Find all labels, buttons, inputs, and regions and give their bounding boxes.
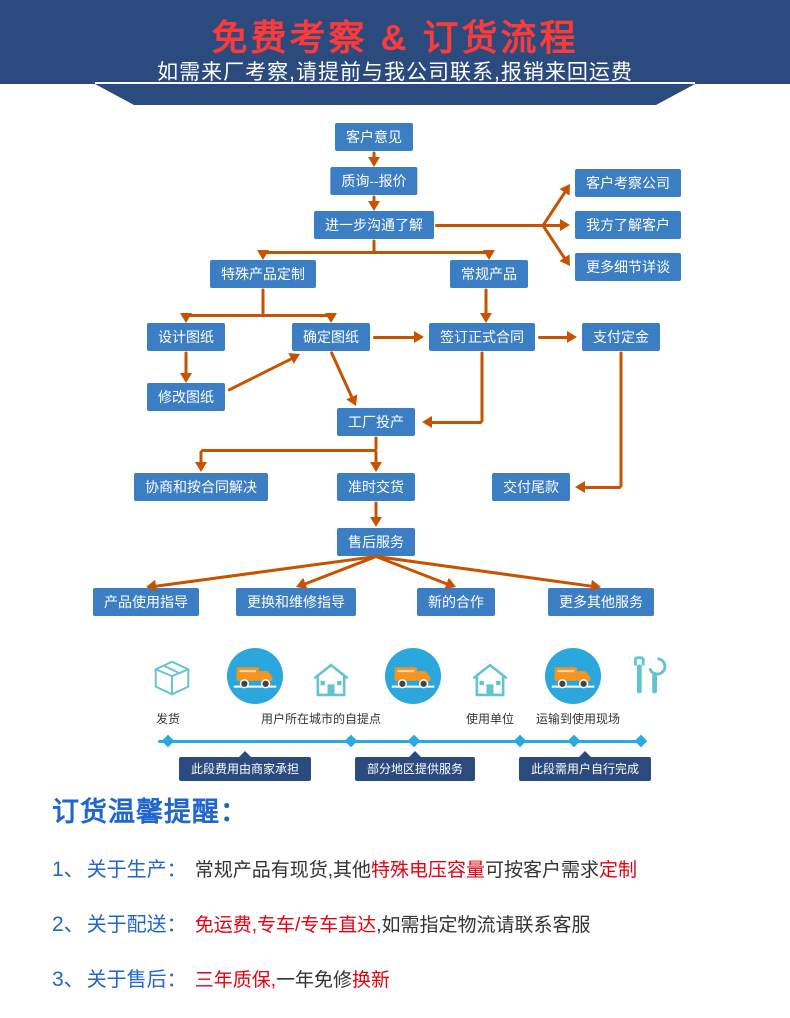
flow-node-new-cooperation: 新的合作 bbox=[417, 588, 495, 616]
delivery-truck-icon bbox=[226, 647, 284, 705]
flow-node-discuss-details: 更多细节详谈 bbox=[575, 253, 681, 281]
flow-node-design-drawing: 设计图纸 bbox=[147, 323, 225, 351]
flow-node-factory-production: 工厂投产 bbox=[337, 408, 415, 436]
flow-connector bbox=[373, 335, 415, 339]
reminder-title: 订货温馨提醒： bbox=[52, 797, 248, 827]
flow-node-custom-product: 特殊产品定制 bbox=[210, 260, 316, 288]
flow-node-client-visit-company: 客户考察公司 bbox=[575, 169, 681, 197]
timeline-dot bbox=[161, 734, 175, 748]
building-icon bbox=[469, 659, 511, 701]
flow-node-pay-deposit: 支付定金 bbox=[582, 323, 660, 351]
reminder-item-number: 3、 bbox=[52, 968, 85, 991]
timeline-dot bbox=[513, 734, 527, 748]
reminder-text-segment: ,如需指定物流请联系客服 bbox=[376, 915, 591, 936]
reminder-item-label: 关于生产： bbox=[86, 859, 187, 881]
flow-node-inquiry-quote: 质询--报价 bbox=[330, 167, 418, 195]
flow-node-more-services: 更多其他服务 bbox=[548, 588, 654, 616]
header-ribbon bbox=[95, 84, 695, 105]
reminder-text-segment: 换新 bbox=[351, 970, 390, 991]
package-icon bbox=[149, 655, 195, 701]
flow-node-sign-contract: 签订正式合同 bbox=[429, 323, 535, 351]
flow-node-negotiate-resolution: 协商和按合同解决 bbox=[134, 473, 268, 501]
flow-node-confirm-drawing: 确定图纸 bbox=[292, 323, 370, 351]
timeline-dot bbox=[344, 734, 358, 748]
building-icon bbox=[310, 659, 352, 701]
flowchart: 客户意见质询--报价进一步沟通了解 客户考察公司我方了解客户更多细节详谈 特殊产品定… bbox=[93, 123, 681, 616]
flow-node-after-sales-service: 售后服务 bbox=[337, 528, 415, 556]
timeline-flag: 此段费用由商家承担 bbox=[178, 751, 312, 781]
flow-node-revise-drawing: 修改图纸 bbox=[147, 383, 225, 411]
reminder-text-segment: 免运费,专车/专车直达 bbox=[194, 915, 377, 936]
logistics-step-label: 使用单位 bbox=[465, 712, 515, 726]
reminder-text-segment: 一年免修 bbox=[275, 970, 352, 991]
flow-node-pay-balance: 交付尾款 bbox=[492, 473, 570, 501]
logistics-step-label: 运输到使用现场 bbox=[535, 712, 621, 726]
logistics-step-label: 用户所在城市的自提点 bbox=[260, 712, 382, 726]
timeline-flag: 此段需用户自行完成 bbox=[518, 751, 652, 781]
page-title: 免费考察 & 订货流程 bbox=[211, 17, 579, 58]
tools-icon bbox=[623, 653, 669, 699]
reminder-text-segment: 可按客户需求 bbox=[484, 860, 599, 881]
timeline-line bbox=[158, 739, 646, 743]
flow-node-understand-client: 我方了解客户 bbox=[575, 211, 681, 239]
timeline-dot bbox=[567, 734, 581, 748]
delivery-truck-icon bbox=[544, 647, 602, 705]
header-divider bbox=[95, 82, 695, 84]
reminder-text-segment: 特殊电压容量 bbox=[370, 860, 485, 881]
reminder-items: 1、关于生产： 常规产品有现货,其他特殊电压容量可按客户需求定制 2、关于配送： 免运… bbox=[52, 853, 762, 993]
timeline-dot bbox=[407, 734, 421, 748]
reminder-item-number: 1、 bbox=[52, 858, 85, 881]
flow-node-on-time-delivery: 准时交货 bbox=[337, 473, 415, 501]
flow-connector bbox=[543, 223, 561, 227]
reminder-item-number: 2、 bbox=[52, 913, 85, 936]
delivery-truck-icon bbox=[384, 647, 442, 705]
arrowhead-icon bbox=[567, 331, 577, 343]
reminder-text-segment: 三年质保, bbox=[194, 970, 276, 991]
flow-node-customer-feedback: 客户意见 bbox=[335, 123, 413, 151]
flow-node-repair-guidance: 更换和维修指导 bbox=[236, 588, 356, 616]
flow-node-standard-product: 常规产品 bbox=[450, 260, 528, 288]
timeline-dot bbox=[634, 734, 648, 748]
flow-node-further-communication: 进一步沟通了解 bbox=[314, 211, 434, 239]
flow-connector bbox=[201, 448, 376, 452]
flow-connector bbox=[538, 335, 568, 339]
flow-connector bbox=[263, 250, 489, 254]
reminder-text-segment: 常规产品有现货,其他 bbox=[194, 860, 371, 881]
flow-connector bbox=[435, 223, 543, 227]
logistics-strip: 发货 用户所在城市的自提点 使用单位 运输到使用现场此段费用由商家承担 部分地区提供服务… bbox=[149, 647, 669, 781]
reminder-item: 2、关于配送： 免运费,专车/专车直达,如需指定物流请联系客服 bbox=[52, 908, 762, 938]
flow-node-usage-guidance: 产品使用指导 bbox=[93, 588, 199, 616]
logistics-step-label: 发货 bbox=[155, 712, 181, 726]
reminder-item: 1、关于生产： 常规产品有现货,其他特殊电压容量可按客户需求定制 bbox=[52, 853, 762, 883]
header-banner: 免费考察 & 订货流程 如需来厂考察,请提前与我公司联系,报销来回运费 bbox=[0, 0, 790, 84]
reminder-item-label: 关于售后： bbox=[86, 969, 187, 991]
arrowhead-icon bbox=[414, 331, 424, 343]
reminder-item-label: 关于配送： bbox=[86, 914, 187, 936]
flow-connector bbox=[186, 313, 331, 317]
timeline-flag: 部分地区提供服务 bbox=[354, 751, 476, 781]
reminder-item: 3、关于售后： 三年质保,一年免修换新 bbox=[52, 963, 762, 993]
page-subtitle: 如需来厂考察,请提前与我公司联系,报销来回运费 bbox=[157, 61, 633, 84]
reminder-text-segment: 定制 bbox=[599, 860, 638, 881]
arrowhead-icon bbox=[560, 219, 570, 231]
reminder-section: 订货温馨提醒： 1、关于生产： 常规产品有现货,其他特殊电压容量可按客户需求定制 2… bbox=[52, 790, 762, 1018]
